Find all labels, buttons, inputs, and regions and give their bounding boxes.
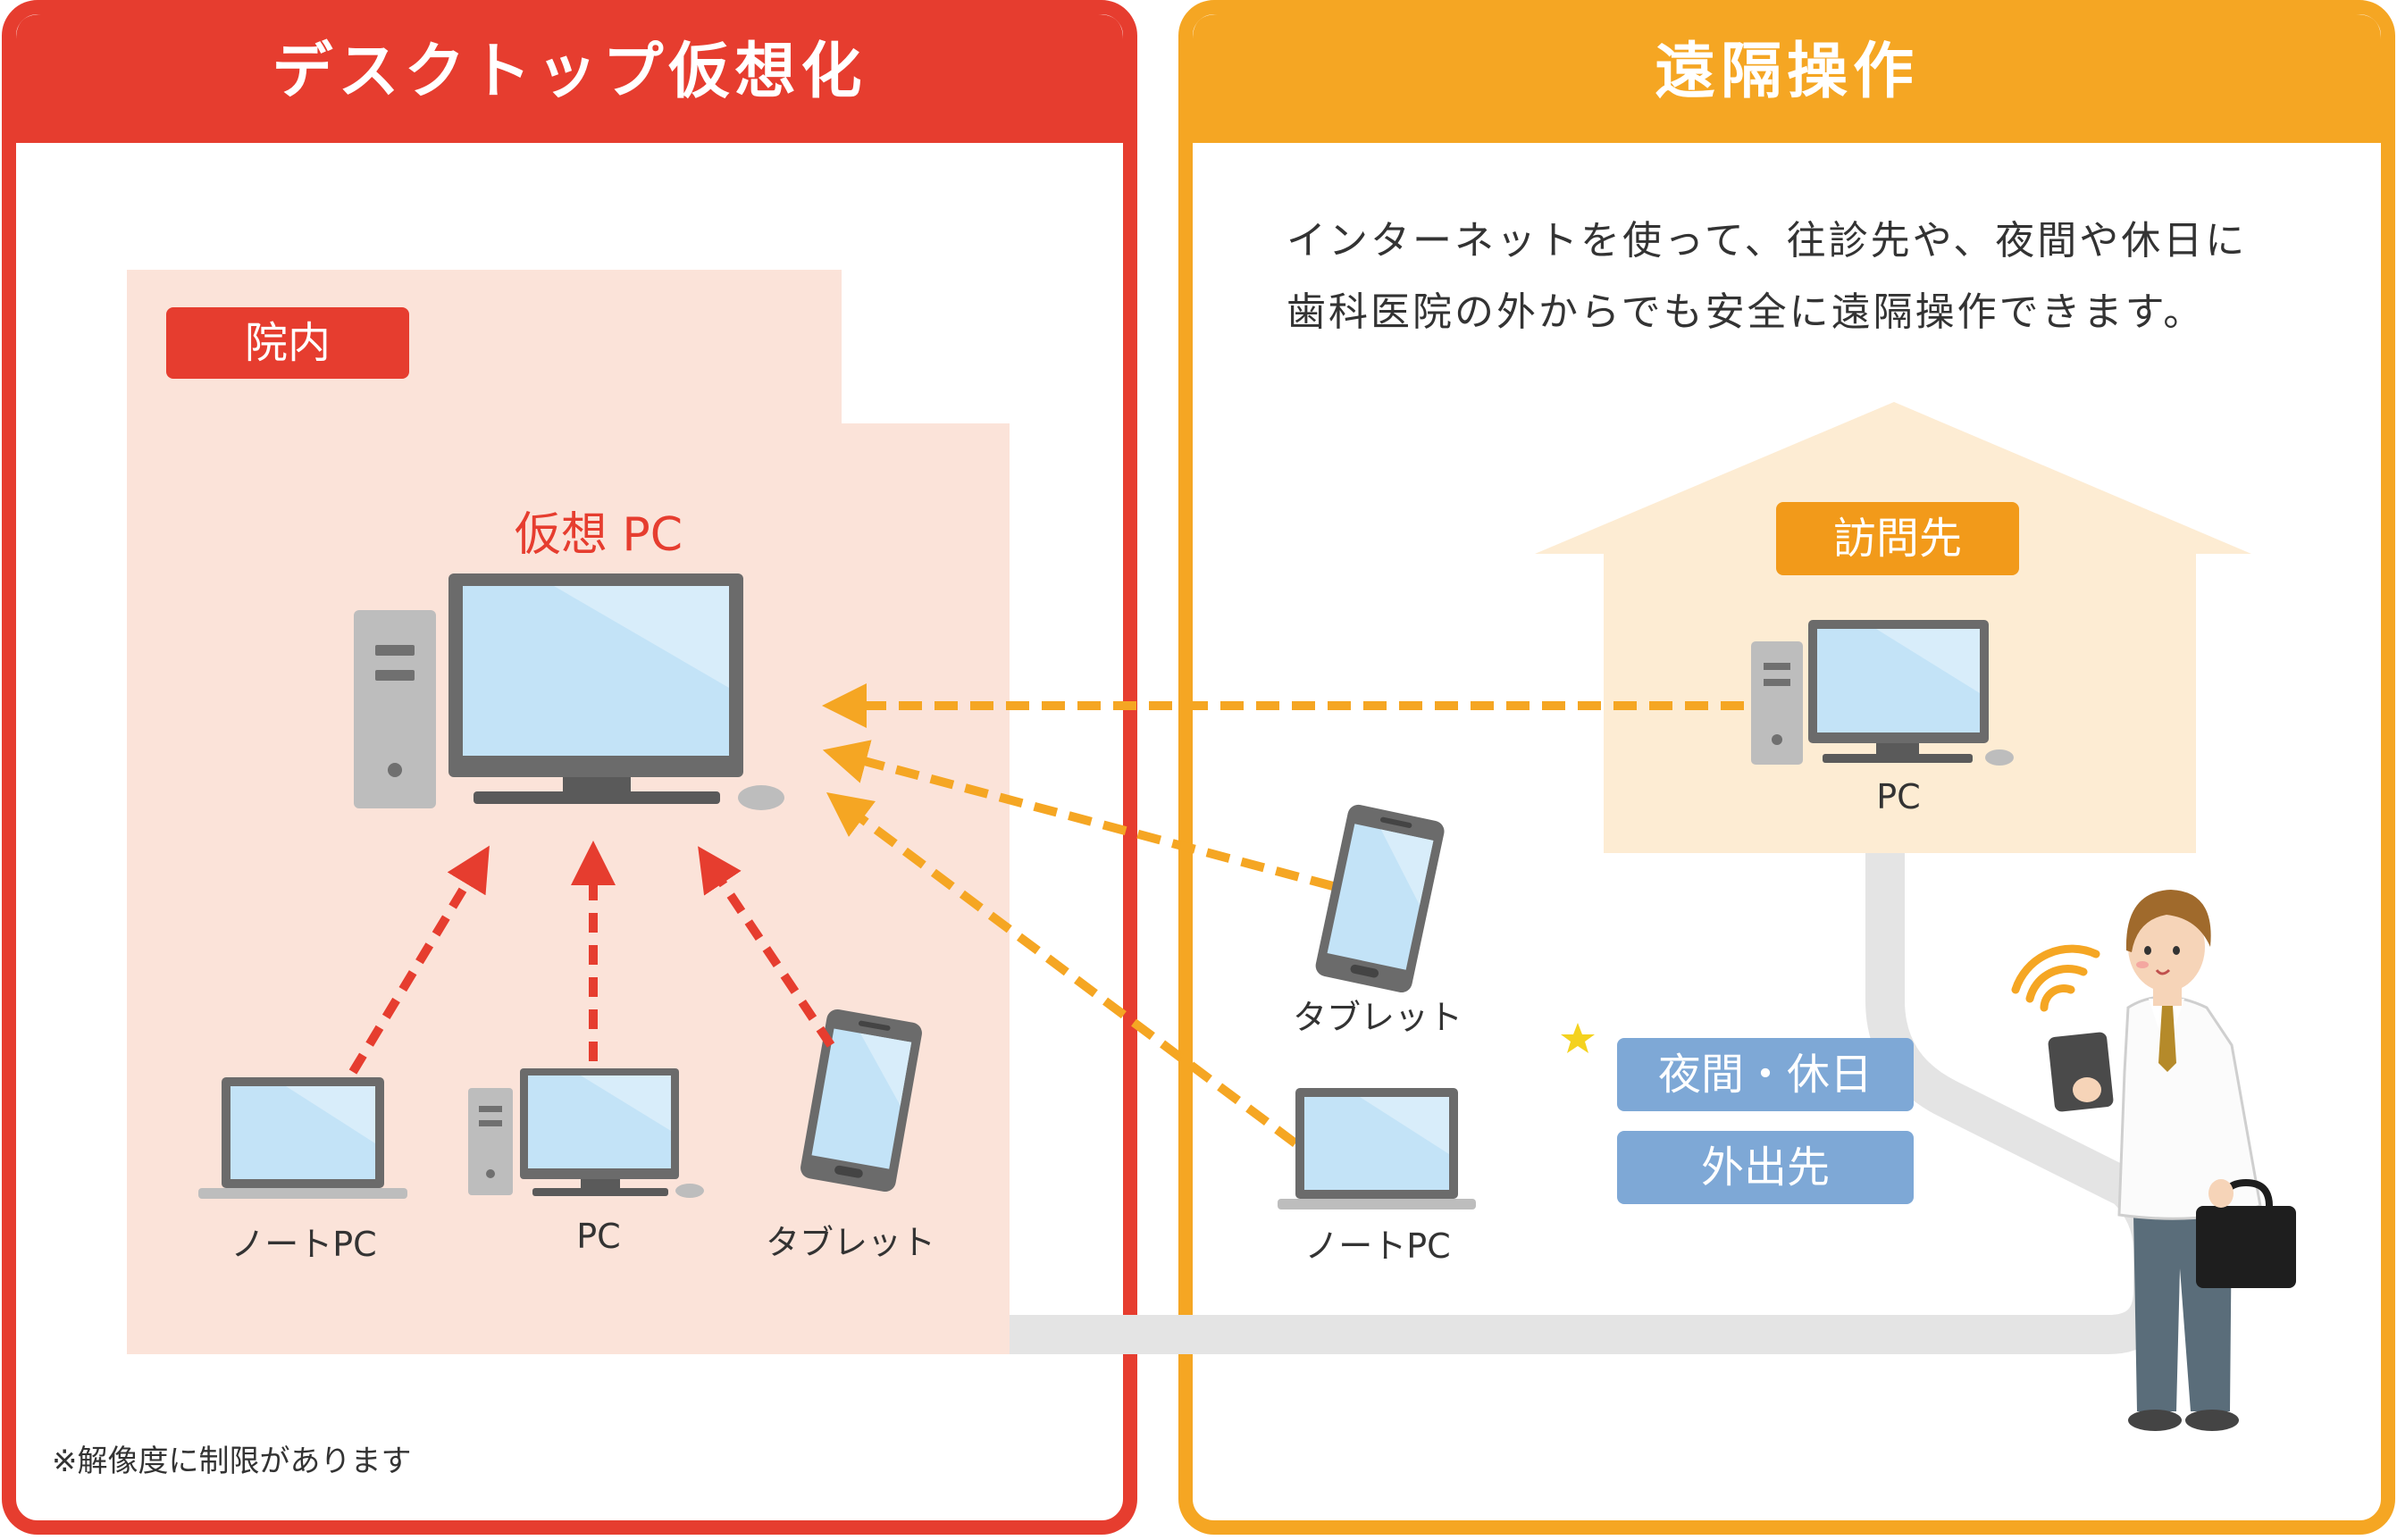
outside-badge: 外出先 xyxy=(1617,1131,1914,1204)
left-tablet-label: タブレット xyxy=(765,1223,935,1262)
visit-destination-badge: 訪問先 xyxy=(1776,502,2019,575)
right-laptop-label: ノートPC xyxy=(1304,1226,1451,1266)
right-panel-title: 遠隔操作 xyxy=(1654,37,1919,107)
arrow-right-laptop-to-virtual xyxy=(826,792,1298,1148)
arrow-laptop-to-virtual xyxy=(348,845,490,1075)
virtual-pc-icon xyxy=(354,573,784,810)
in-hospital-badge: 院内 xyxy=(166,307,409,379)
description-line-2: 歯科医院の外からでも安全に遠隔操作できます。 xyxy=(1287,289,2206,335)
virtual-pc-label: 仮想 PC xyxy=(514,508,683,562)
arrow-tablet-to-virtual xyxy=(698,846,835,1048)
right-tablet-label: タブレット xyxy=(1292,998,1463,1037)
left-laptop-label: ノートPC xyxy=(230,1225,377,1264)
house-pc-icon xyxy=(1751,620,2014,766)
left-pc-label: PC xyxy=(576,1217,621,1256)
description-line-1: インターネットを使って、往診先や、夜間や休日に xyxy=(1287,218,2248,264)
house-pc-label: PC xyxy=(1876,777,1921,816)
left-tablet-icon xyxy=(800,1009,922,1193)
left-laptop-icon xyxy=(198,1077,407,1199)
right-tablet-icon xyxy=(1315,804,1445,993)
wifi-signal-icon xyxy=(2011,944,2100,1012)
arrow-right-tablet-to-virtual xyxy=(822,740,1335,891)
doctor-illustration xyxy=(2048,890,2296,1431)
left-panel-header xyxy=(16,14,1123,143)
right-laptop-icon xyxy=(1278,1088,1476,1209)
left-panel-title: デスクトップ仮想化 xyxy=(272,37,867,107)
night-holiday-badge: 夜間・休日 xyxy=(1617,1038,1914,1111)
resolution-note: ※解像度に制限があります xyxy=(52,1444,412,1479)
left-pc-icon xyxy=(468,1068,704,1198)
right-panel-header xyxy=(1193,14,2381,143)
star-icon xyxy=(1561,1023,1595,1053)
